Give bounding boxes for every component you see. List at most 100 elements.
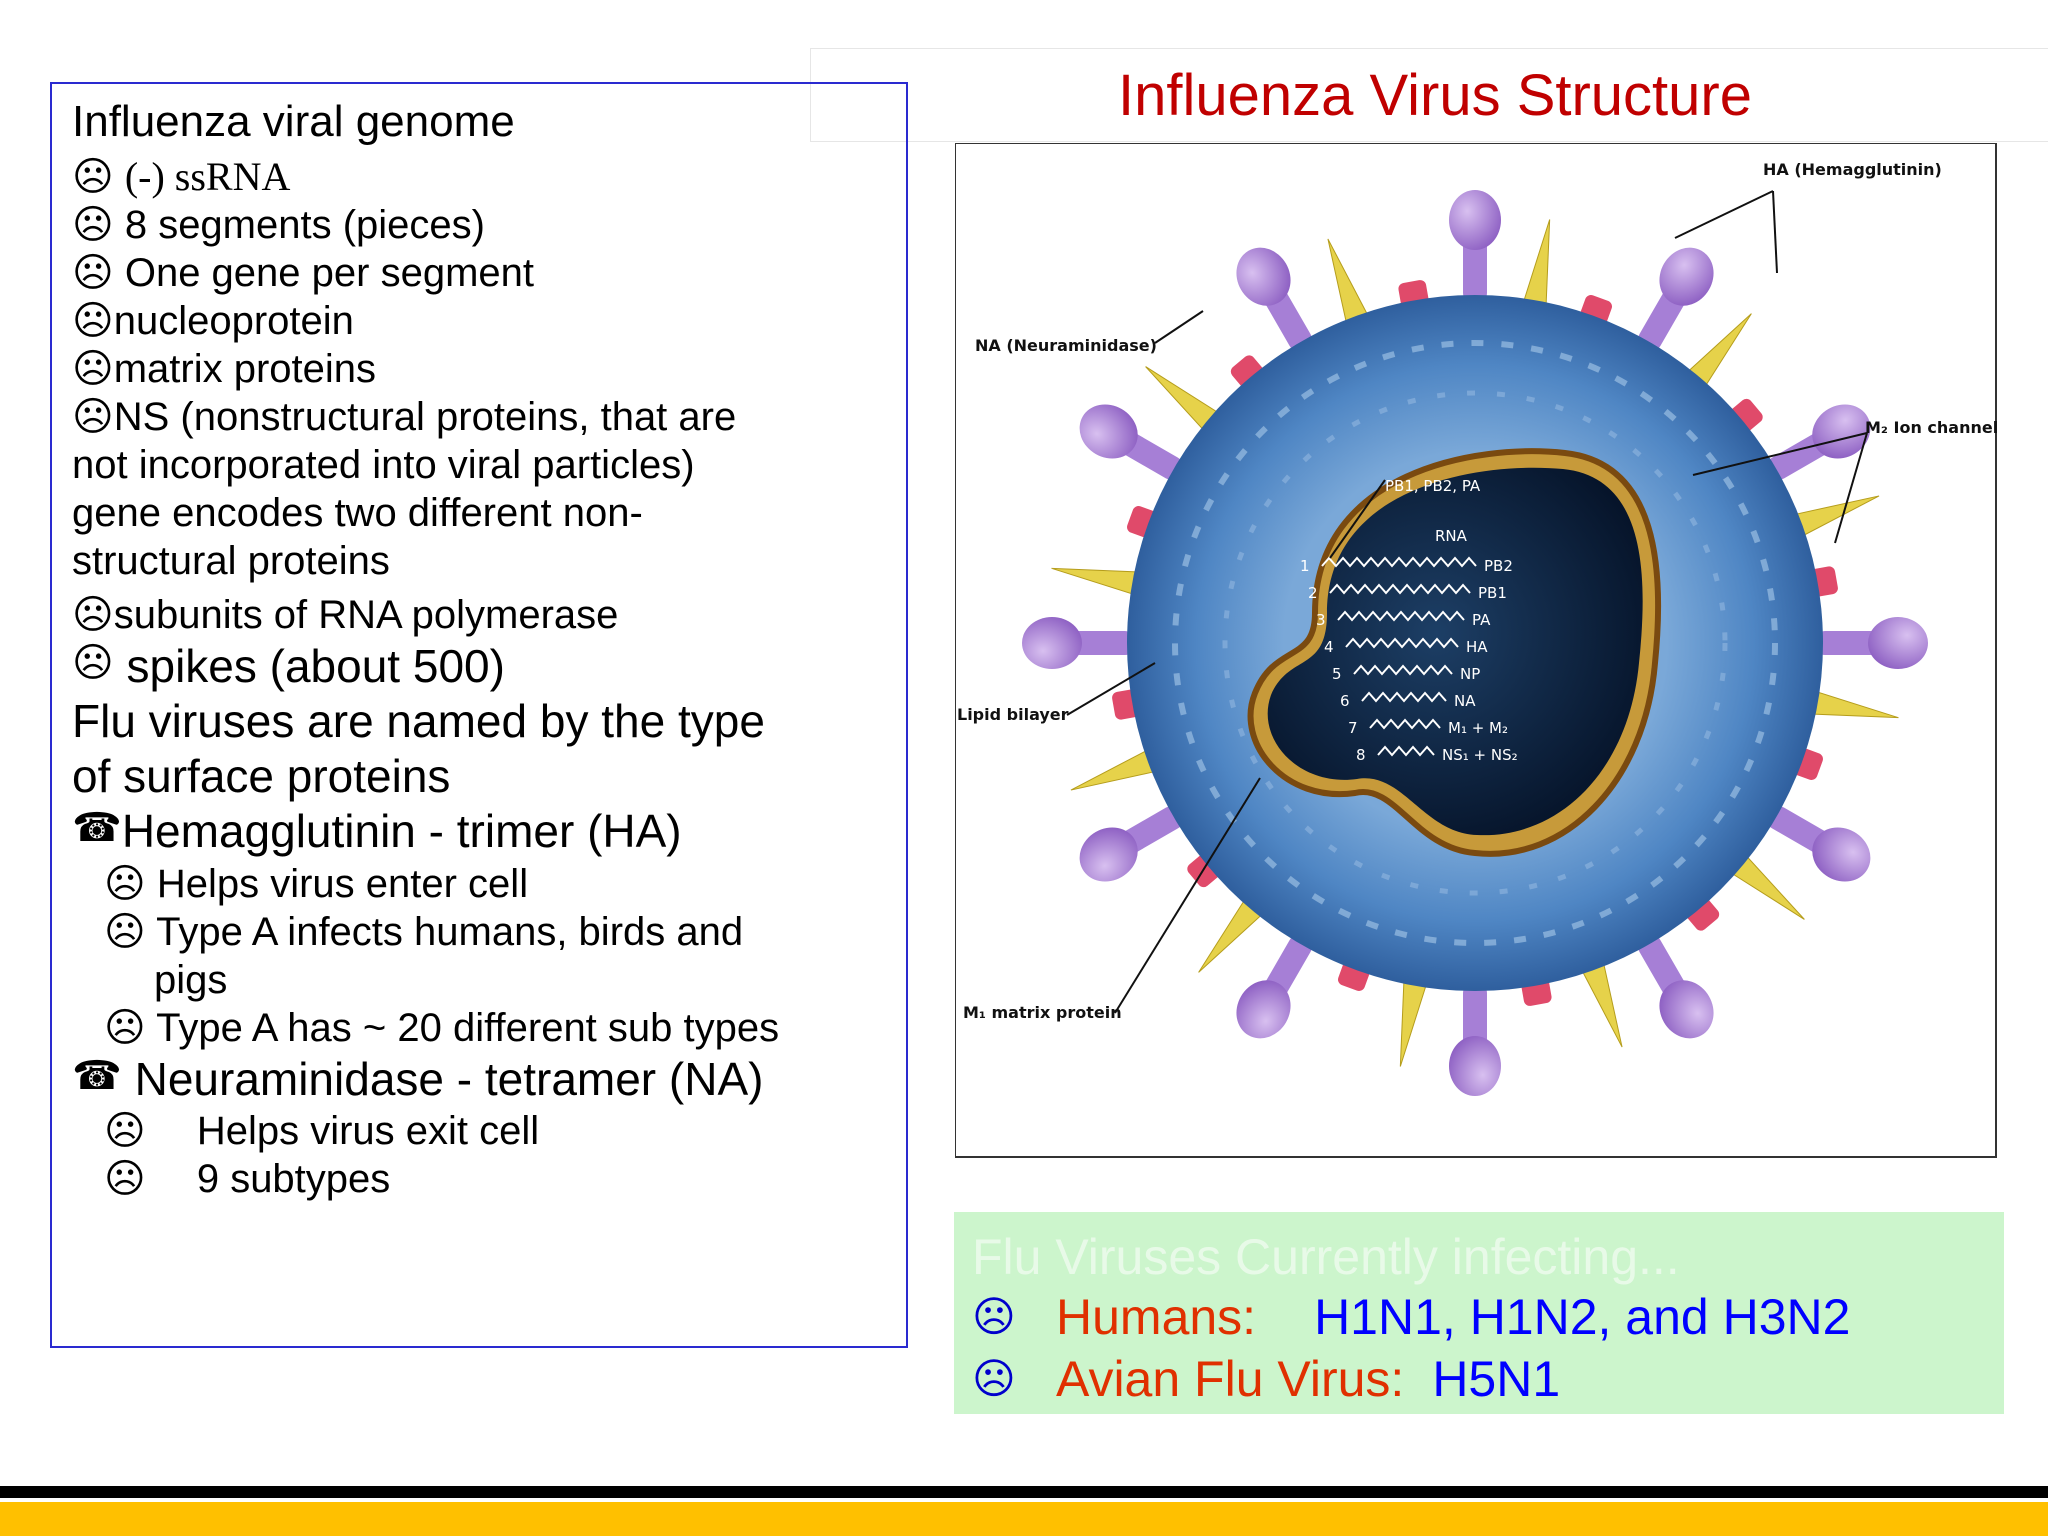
sub-item: ☹ 9 subtypes bbox=[72, 1155, 886, 1203]
sub-item: ☹ Helps virus exit cell bbox=[72, 1107, 886, 1155]
label-pb: PB1, PB2, PA bbox=[1385, 477, 1481, 495]
rna-segment-name: NP bbox=[1460, 665, 1480, 683]
genome-text-box: Influenza viral genome ☹ (-) ssRNA ☹ 8 s… bbox=[50, 82, 908, 1348]
label-m2: M₂ Ion channel bbox=[1865, 418, 1998, 437]
ns-continuation-line: structural proteins bbox=[72, 538, 390, 583]
sub-item-continuation: pigs bbox=[154, 957, 228, 1002]
strain-value: H5N1 bbox=[1432, 1351, 1561, 1407]
rna-segment: 3 PA bbox=[1316, 610, 1491, 629]
sub-item-text: Type A infects humans, birds and bbox=[156, 909, 744, 954]
rna-strand bbox=[1369, 718, 1441, 730]
hemagglutinin-spike bbox=[1449, 983, 1501, 1096]
rna-segment-name: M₁ + M₂ bbox=[1448, 719, 1508, 737]
rna-segment: 6 NA bbox=[1340, 691, 1476, 710]
list-item-text: (-) ssRNA bbox=[124, 153, 291, 199]
strain-label: Avian Flu Virus: bbox=[1056, 1351, 1405, 1407]
rna-segment-name: PB1 bbox=[1478, 584, 1507, 602]
rna-segment-name: PA bbox=[1472, 611, 1491, 629]
strain-row-avian: ☹ Avian Flu Virus: H5N1 bbox=[972, 1348, 1986, 1410]
frown-icon: ☹ bbox=[104, 908, 146, 955]
frown-icon: ☹ bbox=[72, 297, 114, 344]
naming-line: of surface proteins bbox=[72, 750, 451, 803]
sub-item: ☹ Helps virus enter cell bbox=[72, 860, 886, 908]
rna-strand bbox=[1345, 637, 1459, 649]
frown-icon: ☹ bbox=[104, 1107, 146, 1154]
frown-icon: ☹ bbox=[72, 639, 114, 686]
frown-icon: ☹ bbox=[104, 1155, 146, 1202]
list-item-text: nucleoprotein bbox=[113, 298, 354, 343]
sub-item-text: 9 subtypes bbox=[196, 1156, 391, 1201]
hemagglutinin-spike bbox=[1767, 806, 1871, 882]
label-lipid: Lipid bilayer bbox=[957, 705, 1069, 724]
rna-strand bbox=[1329, 583, 1471, 595]
envelope-texture bbox=[1172, 340, 1778, 946]
naming-line: Flu viruses are named by the type bbox=[72, 694, 765, 747]
rna-segment-number: 4 bbox=[1324, 638, 1334, 656]
rna-segment-number: 6 bbox=[1340, 692, 1350, 710]
rna-segment-name: NS₁ + NS₂ bbox=[1442, 746, 1518, 764]
rna-segment: 1 PB2 bbox=[1300, 556, 1513, 575]
sub-item-text: Helps virus enter cell bbox=[156, 861, 529, 906]
frown-icon: ☹ bbox=[72, 393, 114, 440]
frown-icon: ☹ bbox=[972, 1354, 1016, 1403]
rna-segment-name: NA bbox=[1454, 692, 1476, 710]
hemagglutinin-spike bbox=[1236, 935, 1312, 1039]
list-item: ☹NS (nonstructural proteins, that are bbox=[72, 393, 886, 441]
label-rna: RNA bbox=[1435, 527, 1468, 545]
rna-segment-name: PB2 bbox=[1484, 557, 1513, 575]
rna-segment: 4 HA bbox=[1324, 637, 1488, 656]
hemagglutinin-spike bbox=[1022, 617, 1135, 669]
frown-icon: ☹ bbox=[72, 201, 114, 248]
rna-segment-name: HA bbox=[1466, 638, 1488, 656]
list-item: ☹ (-) ssRNA bbox=[72, 153, 886, 201]
sub-item: ☹ Type A has ~ 20 different sub types bbox=[72, 1004, 886, 1052]
hemagglutinin-text: Hemagglutinin - trimer (HA) bbox=[121, 805, 682, 858]
frown-icon: ☹ bbox=[972, 1292, 1016, 1341]
rna-strand bbox=[1353, 664, 1453, 676]
sub-item: ☹ Type A infects humans, birds and bbox=[72, 908, 886, 956]
ns-continuation-line: not incorporated into viral particles) bbox=[72, 442, 695, 487]
label-ha: HA (Hemagglutinin) bbox=[1763, 160, 1942, 179]
telephone-icon: ☎ bbox=[72, 805, 122, 852]
frown-icon: ☹ bbox=[72, 345, 114, 392]
footer-bar-gold bbox=[0, 1502, 2048, 1536]
footer-bar-black bbox=[0, 1486, 2048, 1498]
list-item-text: 8 segments (pieces) bbox=[124, 202, 485, 247]
ns-continuation-line: gene encodes two different non- bbox=[72, 490, 643, 535]
current-strains-box: Flu Viruses Currently infecting... ☹ Huma… bbox=[954, 1212, 2004, 1414]
leader-lines bbox=[1066, 190, 1868, 1014]
rna-strand bbox=[1361, 691, 1447, 703]
frown-icon: ☹ bbox=[72, 153, 114, 200]
rna-segment-number: 7 bbox=[1348, 719, 1358, 737]
frown-icon: ☹ bbox=[104, 1004, 146, 1051]
list-item: ☹ One gene per segment bbox=[72, 249, 886, 297]
hemagglutinin-spike bbox=[1079, 404, 1183, 480]
list-item: ☹subunits of RNA polymerase bbox=[72, 591, 886, 639]
label-na: NA (Neuraminidase) bbox=[975, 336, 1157, 355]
frown-icon: ☹ bbox=[72, 591, 114, 638]
hemagglutinin-spike bbox=[1638, 935, 1714, 1039]
frown-icon: ☹ bbox=[104, 860, 146, 907]
hemagglutinin-spike bbox=[1815, 617, 1928, 669]
rna-segment-number: 3 bbox=[1316, 611, 1326, 629]
list-item-text: NS (nonstructural proteins, that are bbox=[113, 394, 737, 439]
rna-segment-number: 1 bbox=[1300, 557, 1310, 575]
rna-strand bbox=[1321, 556, 1477, 568]
strain-label: Humans: bbox=[1056, 1289, 1257, 1345]
list-item: ☹matrix proteins bbox=[72, 345, 886, 393]
strains-title: Flu Viruses Currently infecting... bbox=[972, 1229, 1680, 1285]
viral-core bbox=[1267, 467, 1643, 836]
hemagglutinin-spike bbox=[1767, 404, 1871, 480]
rna-strand bbox=[1337, 610, 1465, 622]
neuraminidase-item: ☎ Neuraminidase - tetramer (NA) bbox=[72, 1052, 886, 1107]
genome-heading: Influenza viral genome bbox=[72, 97, 515, 146]
hemagglutinin-spike bbox=[1236, 247, 1312, 351]
sub-item-text: Helps virus exit cell bbox=[196, 1108, 540, 1153]
list-item-text: spikes (about 500) bbox=[126, 639, 505, 692]
label-m1: M₁ matrix protein bbox=[963, 1003, 1122, 1022]
list-item-text: subunits of RNA polymerase bbox=[113, 592, 619, 637]
